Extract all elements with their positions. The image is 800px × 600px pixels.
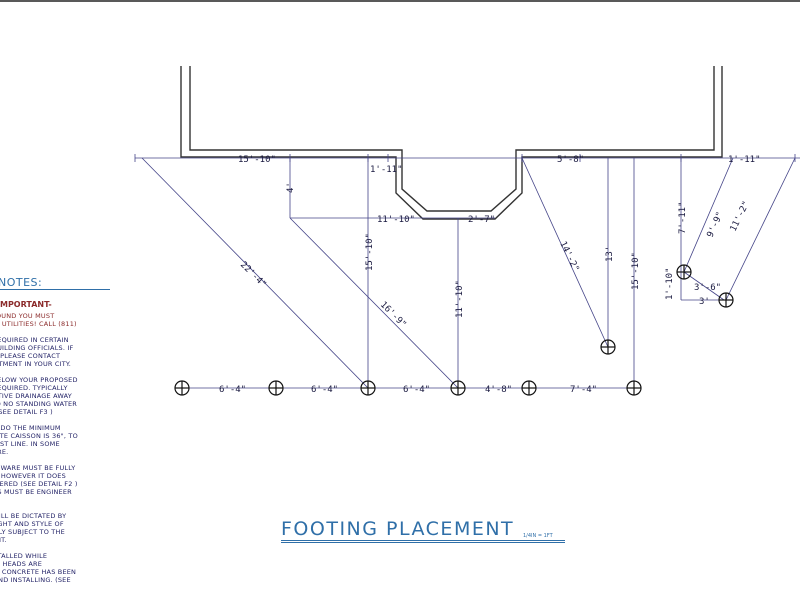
notes-line: ORADO THE MINIMUM bbox=[0, 424, 61, 432]
dim-label: 13' bbox=[605, 246, 615, 262]
dim-label: 6'-4" bbox=[219, 385, 246, 395]
notes-line: E REQUIRED IN CERTAIN bbox=[0, 336, 69, 344]
dim-label: 3'-6" bbox=[694, 283, 721, 293]
notes-line: ATELY SUBJECT TO THE bbox=[0, 528, 65, 536]
dim-label: 4'-8" bbox=[485, 385, 512, 395]
notes-line: FROST LINE. IN SOME bbox=[0, 440, 60, 448]
notes-line: G AND INSTALLING. (SEE bbox=[0, 576, 71, 584]
notes-panel: NOTES: IMPORTANT- GROUND YOU MUSTTHE UTI… bbox=[0, 276, 122, 600]
dim-label: 11'-10" bbox=[455, 280, 465, 318]
notes-line: T BUILDING OFFICIALS. IF bbox=[0, 344, 74, 352]
notes-line: L WILL BE DICTATED BY bbox=[0, 512, 67, 520]
notes-line: PARTMENT IN YOUR CITY. bbox=[0, 360, 72, 368]
notes-line: MORE. bbox=[0, 448, 9, 456]
dim-label: 5'-8" bbox=[557, 155, 584, 165]
dimension-lines bbox=[134, 154, 800, 389]
footing-pier bbox=[600, 339, 616, 355]
footing-pier bbox=[676, 264, 692, 280]
notes-line: RED HEADS ARE bbox=[0, 560, 43, 568]
building-wall-outline bbox=[180, 66, 723, 220]
scale-note: 1/4IN = 1FT bbox=[523, 533, 553, 539]
notes-line: AIN PLEASE CONTACT bbox=[0, 352, 61, 360]
footing-pier bbox=[450, 380, 466, 396]
dim-label: 3' bbox=[699, 297, 710, 307]
notes-line: MENT. bbox=[0, 536, 7, 544]
dim-label: 1'-10" bbox=[665, 267, 675, 300]
notes-heading: NOTES: bbox=[0, 276, 110, 290]
footing-piers bbox=[174, 264, 734, 396]
dim-label: 16'-9" bbox=[378, 300, 408, 330]
dim-label: 15'-10" bbox=[365, 233, 375, 271]
title-underline bbox=[281, 540, 565, 541]
notes-line: THE CONCRETE HAS BEEN bbox=[0, 568, 77, 576]
footing-pier bbox=[521, 380, 537, 396]
dim-label: 1'-11" bbox=[370, 165, 403, 175]
notes-line: N. (SEE DETAIL F3 ) bbox=[0, 408, 53, 416]
footing-pier bbox=[718, 292, 734, 308]
footing-pier bbox=[360, 380, 376, 396]
dim-label: 2'-7" bbox=[468, 215, 495, 225]
footing-pier bbox=[626, 380, 642, 396]
notes-line: OSITIVE DRAINAGE AWAY bbox=[0, 392, 72, 400]
notes-line: GROUND YOU MUST bbox=[0, 312, 55, 320]
dim-label: 6'-4" bbox=[403, 385, 430, 395]
title-underline bbox=[281, 542, 565, 543]
notes-line: INSTALLED WHILE bbox=[0, 552, 48, 560]
notes-line: THIS MUST BE ENGINEER bbox=[0, 488, 72, 496]
dim-label: 22'-4" bbox=[238, 260, 268, 290]
dim-label: 15'-10" bbox=[631, 252, 641, 290]
notes-important-label: IMPORTANT- bbox=[0, 300, 52, 309]
notes-line: E REQUIRED. TYPICALLY bbox=[0, 384, 68, 392]
dim-label: 15'-10" bbox=[238, 155, 276, 165]
dim-label: 11'-10" bbox=[377, 215, 415, 225]
drawing-title: FOOTING PLACEMENT bbox=[281, 518, 515, 540]
footing-pier bbox=[174, 380, 190, 396]
dim-label: 4' bbox=[286, 182, 296, 193]
notes-line: ON, HOWEVER IT DOES bbox=[0, 472, 66, 480]
footing-pier bbox=[268, 380, 284, 396]
notes-line: THE UTILITIES! CALL (811) bbox=[0, 320, 77, 328]
notes-line: HEIGHT AND STYLE OF bbox=[0, 520, 64, 528]
notes-line: ENTERED (SEE DETAIL F2 ) bbox=[0, 480, 78, 488]
notes-line: T BELOW YOUR PROPOSED bbox=[0, 376, 78, 384]
dim-label: 11'-2" bbox=[729, 200, 752, 234]
dim-label: 1'-11" bbox=[728, 155, 761, 165]
dim-label: 14'-2" bbox=[557, 240, 580, 274]
dim-label: 6'-4" bbox=[311, 385, 338, 395]
notes-line: AND NO STANDING WATER bbox=[0, 400, 78, 408]
dim-label: 7'-11" bbox=[678, 201, 688, 234]
dim-label: 7'-4" bbox=[570, 385, 597, 395]
notes-line: ARDWARE MUST BE FULLY bbox=[0, 464, 76, 472]
notes-line: CRETE CAISSON IS 36", TO bbox=[0, 432, 78, 440]
dimension-labels: 15'-10" 1'-11" 4' 11'-10" 2'-7" 15'-10" … bbox=[219, 155, 761, 395]
